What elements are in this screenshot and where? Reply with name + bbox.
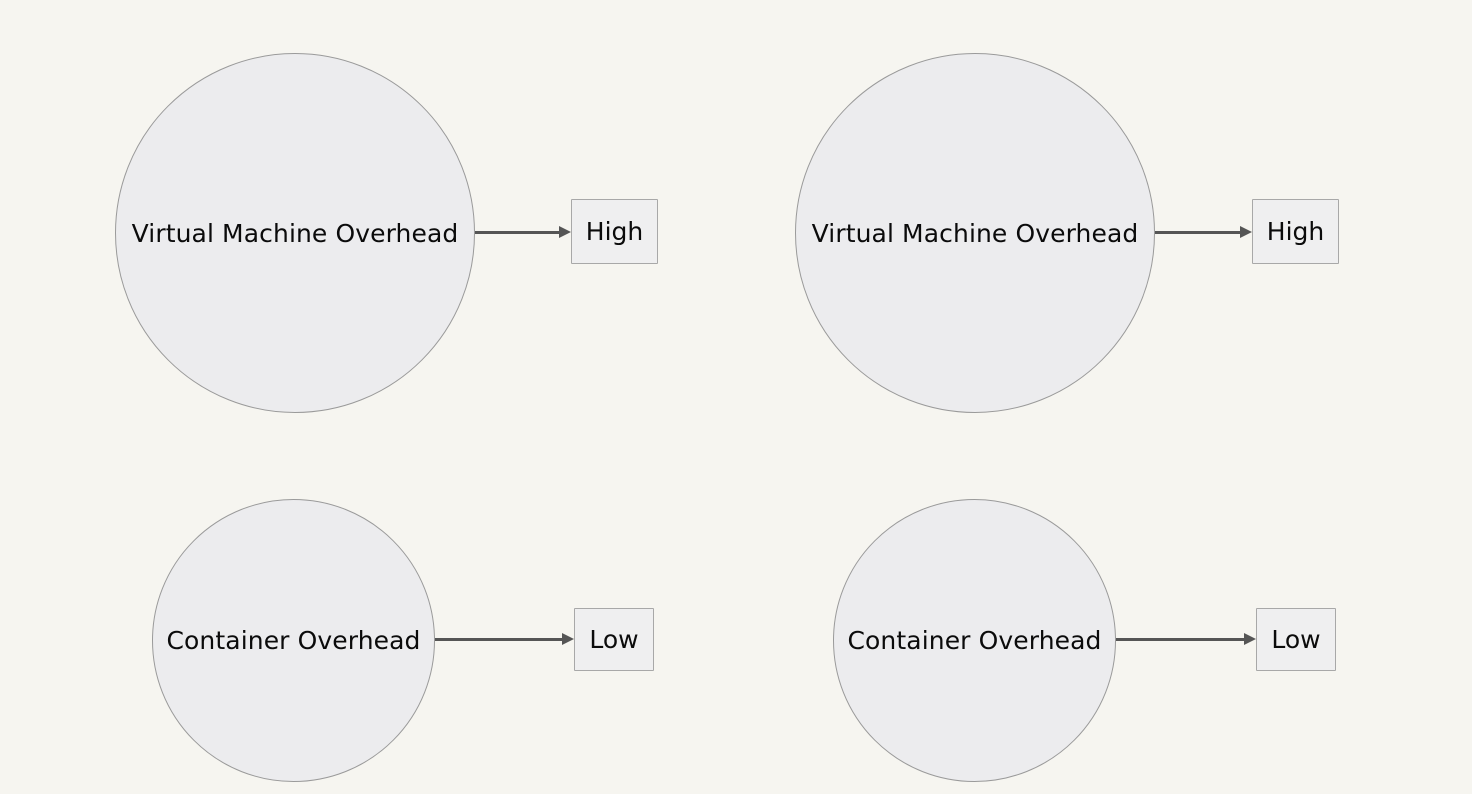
arrow-head-icon	[1240, 225, 1252, 238]
node-label: High	[585, 217, 644, 246]
edge-vm-to-high-left	[475, 231, 559, 234]
node-label: High	[1266, 217, 1325, 246]
arrow-head-icon	[562, 632, 574, 645]
arrow-head-icon	[559, 225, 571, 238]
arrow-head-icon	[1244, 632, 1256, 645]
node-high-left[interactable]: High	[571, 199, 658, 264]
node-container-overhead-left[interactable]: Container Overhead	[152, 499, 435, 782]
node-high-right[interactable]: High	[1252, 199, 1339, 264]
node-label: Virtual Machine Overhead	[811, 218, 1139, 248]
node-label: Virtual Machine Overhead	[131, 218, 459, 248]
edge-container-to-low-right	[1116, 638, 1244, 641]
node-low-right[interactable]: Low	[1256, 608, 1336, 671]
node-label: Container Overhead	[847, 626, 1102, 655]
node-virtual-machine-overhead-right[interactable]: Virtual Machine Overhead	[795, 53, 1155, 413]
node-container-overhead-right[interactable]: Container Overhead	[833, 499, 1116, 782]
node-label: Container Overhead	[166, 626, 421, 655]
node-low-left[interactable]: Low	[574, 608, 654, 671]
edge-vm-to-high-right	[1155, 231, 1240, 234]
node-label: Low	[589, 625, 639, 654]
node-label: Low	[1271, 625, 1321, 654]
node-virtual-machine-overhead-left[interactable]: Virtual Machine Overhead	[115, 53, 475, 413]
edge-container-to-low-left	[435, 638, 562, 641]
